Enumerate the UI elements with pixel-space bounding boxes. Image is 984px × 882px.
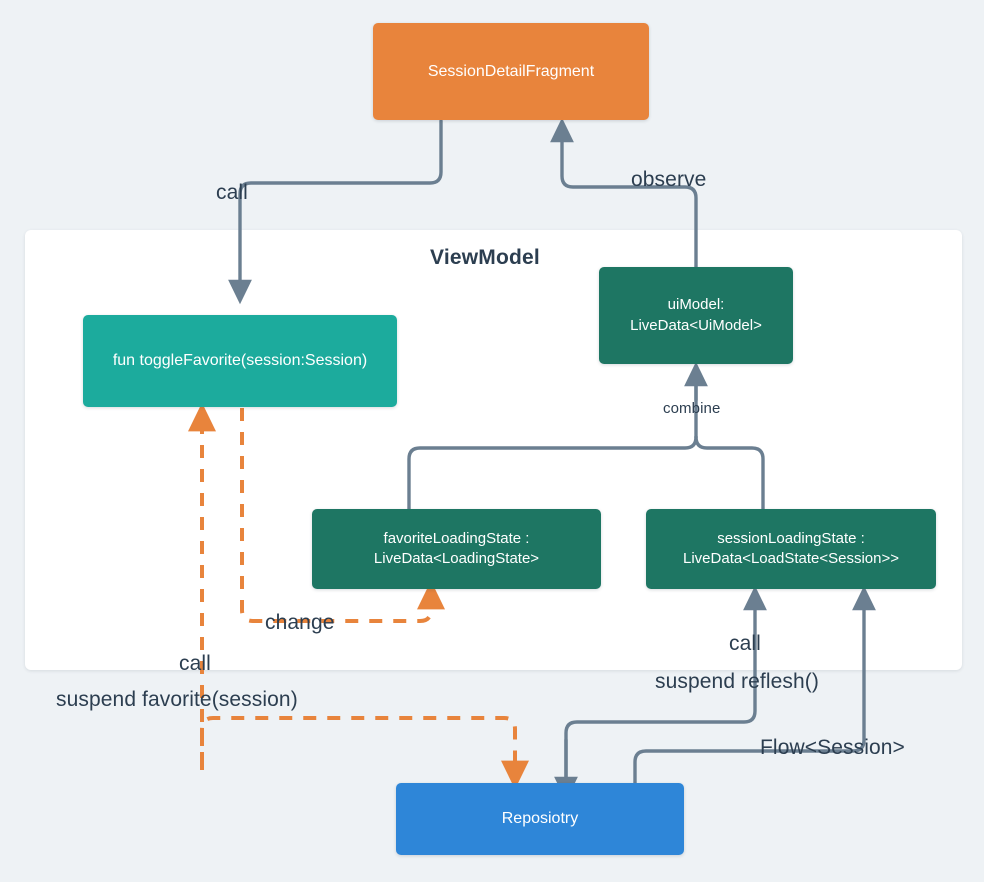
edge-label-flow-session: Flow<Session> bbox=[760, 736, 905, 759]
edge-label-call-favorite: call bbox=[179, 652, 211, 675]
edge-observe-uimodel-to-fragment bbox=[550, 117, 698, 270]
edge-label-change: change bbox=[265, 611, 335, 634]
node-repository-label: Reposiotry bbox=[501, 810, 579, 828]
node-toggle-favorite-label: fun toggleFavorite(session:Session) bbox=[112, 352, 368, 370]
node-ui-model-line2: LiveData<UiModel> bbox=[630, 316, 762, 334]
edge-label-combine: combine bbox=[663, 400, 721, 417]
edge-label-observe: observe bbox=[631, 168, 707, 191]
viewmodel-panel bbox=[25, 230, 962, 670]
node-ui-model[interactable]: uiModel: LiveData<UiModel> bbox=[599, 267, 793, 364]
node-favorite-loading-state-line2: LiveData<LoadingState> bbox=[373, 550, 540, 567]
node-favorite-loading-state[interactable]: favoriteLoadingState : LiveData<LoadingS… bbox=[312, 509, 601, 589]
node-session-loading-state-line1: sessionLoadingState : bbox=[717, 529, 865, 547]
edge-label-suspend-favorite: suspend favorite(session) bbox=[56, 688, 298, 711]
viewmodel-panel-title: ViewModel bbox=[430, 246, 540, 269]
edge-suspend-favorite-to-repository bbox=[200, 716, 530, 790]
edge-call-refresh-repo-to-session-state bbox=[564, 585, 767, 788]
node-favorite-loading-state-line1: favoriteLoadingState : bbox=[383, 529, 530, 547]
edge-combine-branch-right bbox=[694, 435, 765, 513]
edge-combine-branch-left bbox=[407, 435, 698, 513]
node-ui-model-line1: uiModel: bbox=[667, 296, 725, 314]
edge-label-suspend-refresh: suspend reflesh() bbox=[655, 670, 819, 693]
node-repository[interactable]: Reposiotry bbox=[396, 783, 684, 855]
node-session-detail-fragment-label: SessionDetailFragment bbox=[427, 62, 595, 80]
node-session-loading-state-line2: LiveData<LoadState<Session>> bbox=[683, 550, 899, 567]
edge-call-fragment-to-toggle bbox=[228, 119, 443, 305]
node-session-detail-fragment[interactable]: SessionDetailFragment bbox=[373, 23, 649, 120]
node-toggle-favorite[interactable]: fun toggleFavorite(session:Session) bbox=[83, 315, 397, 407]
edge-label-call-refresh: call bbox=[729, 632, 761, 655]
edge-label-call-fragment-to-toggle: call bbox=[216, 181, 248, 204]
node-session-loading-state[interactable]: sessionLoadingState : LiveData<LoadState… bbox=[646, 509, 936, 589]
edge-flow-session bbox=[633, 585, 876, 788]
